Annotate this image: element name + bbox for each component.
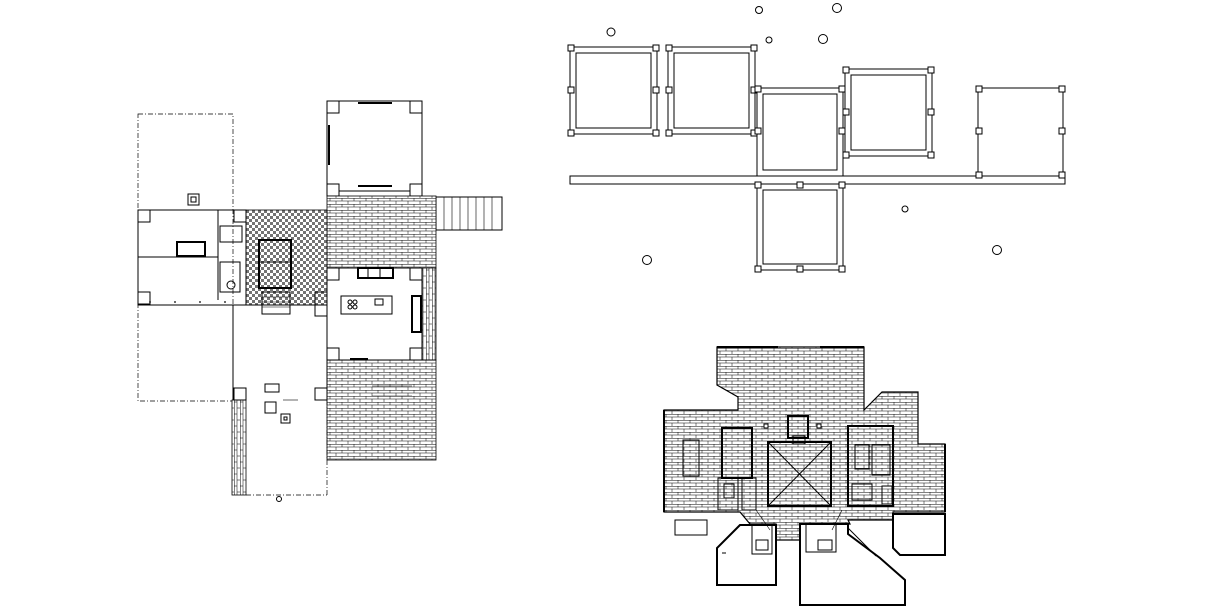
- right-rooms: [847, 425, 894, 507]
- frame-4: [842, 66, 935, 159]
- left-rooms: [674, 427, 757, 536]
- lower-left-wing: [716, 523, 777, 586]
- upper-terrace: [326, 195, 437, 269]
- central-passage: [232, 304, 328, 424]
- skylight: [763, 415, 832, 507]
- lower-center-wing: [799, 523, 906, 606]
- fireplace: [411, 295, 422, 333]
- trees: [606, 3, 1002, 265]
- bed: [176, 241, 206, 257]
- left-wing: [137, 193, 247, 306]
- kitchen-island: [340, 295, 393, 315]
- plan-a: [137, 100, 503, 502]
- lower-terrace: [326, 359, 437, 461]
- lower-courtyard: [246, 400, 328, 502]
- frame-2: [665, 44, 758, 137]
- long-beam: [569, 175, 1066, 185]
- frame-6: [754, 181, 846, 273]
- frame-3: [754, 85, 846, 177]
- walkway: [231, 399, 247, 496]
- frame-5: [975, 85, 1066, 179]
- lower-right-wing: [892, 513, 946, 556]
- interior-stair: [258, 239, 328, 317]
- top-pavilion: [326, 100, 423, 197]
- plan-b: [567, 3, 1066, 273]
- frame-1: [567, 44, 660, 137]
- living-block: [326, 267, 423, 361]
- side-terrace: [421, 267, 437, 361]
- exterior-steps: [435, 196, 503, 231]
- counter: [357, 267, 394, 279]
- plan-c: [663, 346, 946, 606]
